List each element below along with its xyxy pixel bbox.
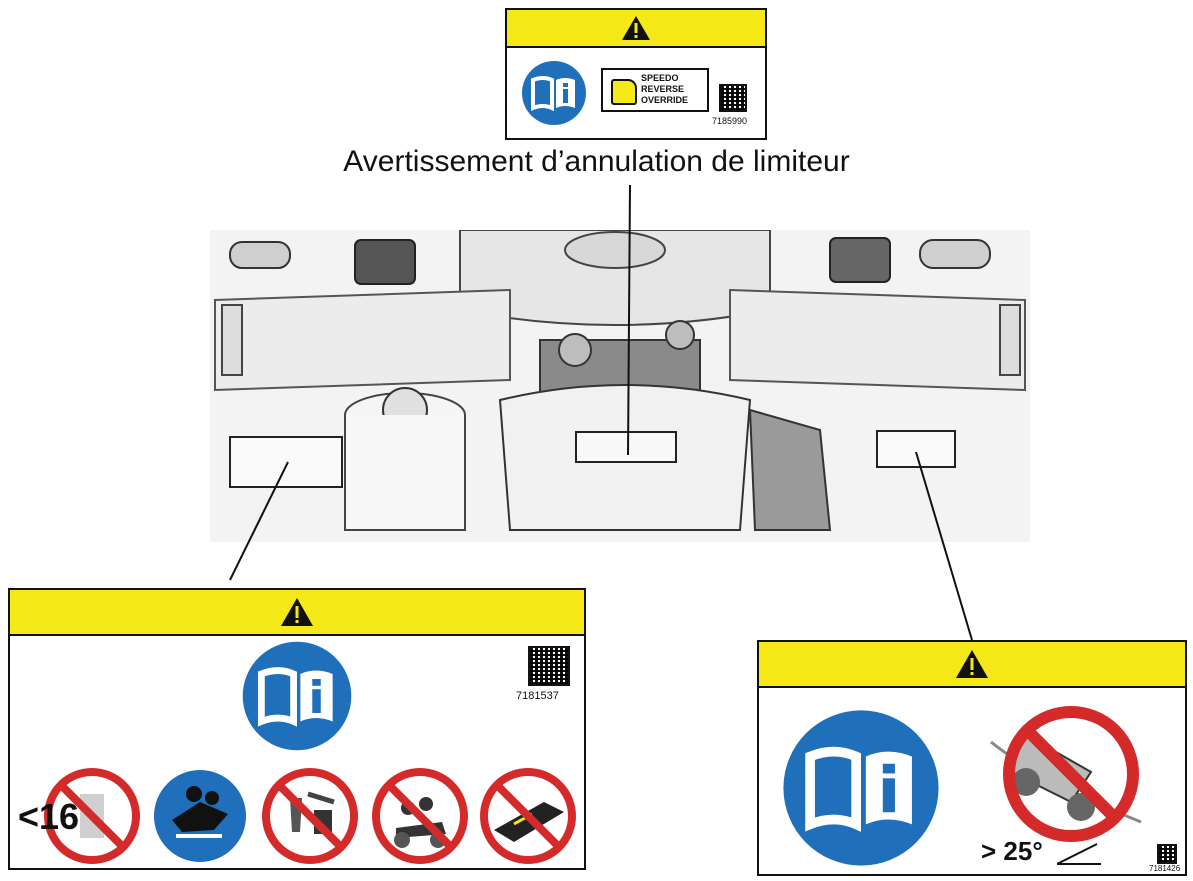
yellow-button-icon bbox=[611, 79, 637, 105]
right-label-location bbox=[876, 430, 956, 468]
no-pavement-icon bbox=[480, 768, 576, 864]
warning-band bbox=[507, 10, 765, 48]
age-limit-text: <16 bbox=[18, 796, 80, 837]
slope-limit-text: > 25° bbox=[981, 836, 1043, 866]
no-passenger-icon bbox=[154, 770, 246, 862]
part-number: 7185990 bbox=[712, 116, 748, 126]
no-under-16-icon bbox=[44, 768, 140, 864]
diagram-caption: Avertissement d’annulation de limiteur bbox=[343, 145, 850, 178]
reverse-text: REVERSE bbox=[641, 84, 685, 94]
part-number: 7181426 bbox=[1149, 864, 1181, 873]
warning-triangle-icon bbox=[622, 16, 650, 40]
safety-label-right: > 25° 7181426 bbox=[757, 640, 1187, 876]
no-alcohol-drugs-icon bbox=[262, 768, 358, 864]
speedo-text: SPEEDO bbox=[641, 73, 679, 83]
manual-info-icon bbox=[522, 61, 586, 125]
warning-band bbox=[759, 642, 1185, 688]
warning-band bbox=[10, 590, 584, 636]
part-number: 7181537 bbox=[516, 690, 559, 702]
vehicle-handlebar-illustration bbox=[210, 230, 1030, 542]
left-label-location bbox=[229, 436, 343, 488]
override-text: OVERRIDE bbox=[641, 95, 689, 105]
qr-code-icon bbox=[719, 84, 747, 112]
speedo-override-box: SPEEDO REVERSE OVERRIDE bbox=[601, 68, 709, 112]
qr-code-icon bbox=[1157, 844, 1177, 864]
speedo-override-label: SPEEDO REVERSE OVERRIDE 7185990 bbox=[505, 8, 767, 140]
warning-triangle-icon bbox=[956, 650, 988, 678]
center-label-location bbox=[575, 431, 677, 463]
warning-triangle-icon bbox=[281, 598, 313, 626]
no-steep-slope-icon bbox=[990, 706, 1142, 842]
no-multiple-riders-icon bbox=[372, 768, 468, 864]
manual-info-icon bbox=[783, 710, 939, 866]
slope-angle-icon bbox=[1057, 843, 1101, 865]
safety-label-left: 7181537 <16 bbox=[8, 588, 586, 870]
manual-info-icon bbox=[242, 641, 352, 751]
qr-code-icon bbox=[528, 646, 570, 686]
